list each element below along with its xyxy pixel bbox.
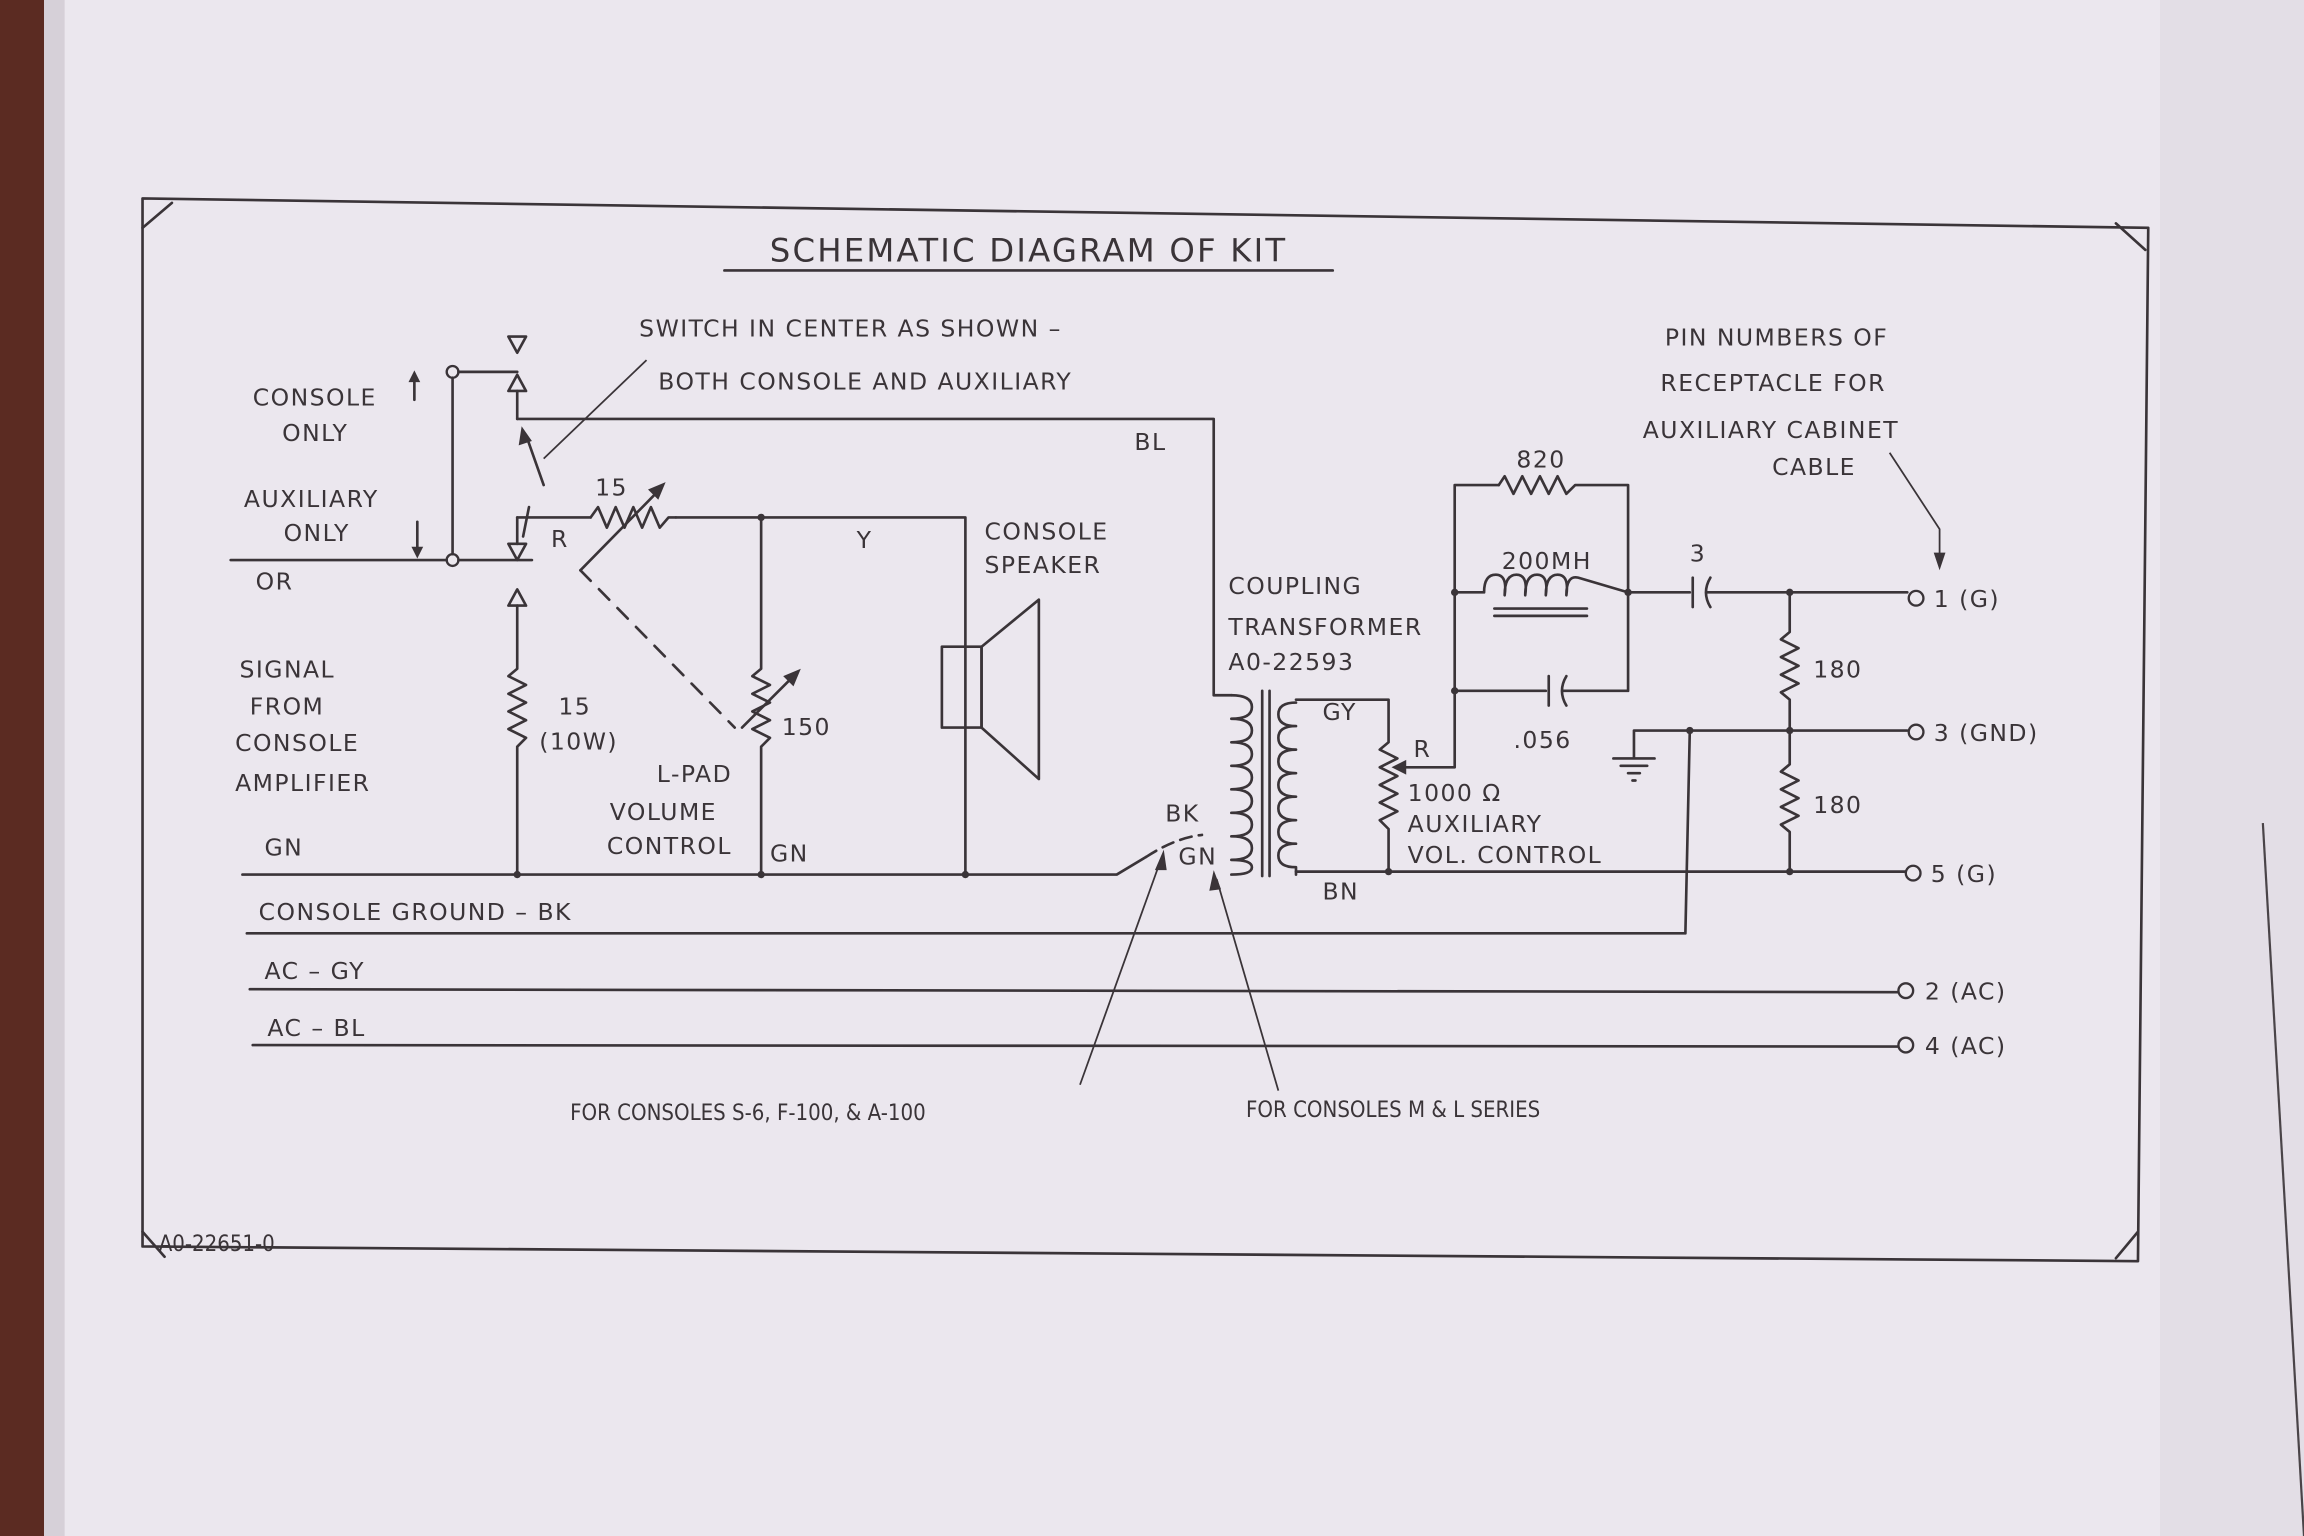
label-auxiliary-only-2: ONLY [284,519,350,547]
label-bl: BL [1134,428,1166,456]
label-200mh: 200MH [1502,547,1592,575]
label-ac-bl: AC – BL [267,1014,365,1042]
label-auxiliary-only: AUXILIARY [244,485,379,513]
label-aux-vol-2: VOL. CONTROL [1408,841,1603,869]
pointer-s6 [1079,859,1162,1086]
label-aux-vol-value: 1000 Ω [1408,779,1502,807]
svg-text:1 (G): 1 (G) [1934,585,2000,613]
pin-1: 1 (G) [1907,585,2000,613]
paper-fold [2261,823,2304,1536]
corner-mark [2114,222,2147,252]
label-signal-4: AMPLIFIER [235,769,370,797]
label-lpad: L-PAD [657,760,732,788]
label-r-aux: R [1414,735,1432,763]
label-transformer-2: TRANSFORMER [1227,613,1422,641]
resistor-820 [1497,474,1630,693]
label-r: R [551,525,569,553]
pin-note: PIN NUMBERS OF [1665,323,1888,351]
lpad-gang-link [579,568,737,729]
switch-note-2: BOTH CONSOLE AND AUXILIARY [658,368,1072,396]
label-console-only: CONSOLE [253,384,377,412]
note-consoles-ml: FOR CONSOLES M & L SERIES [1246,1098,1540,1123]
label-aux-vol: AUXILIARY [1408,810,1543,838]
drawing-number: A0-22651-0 [159,1232,275,1257]
label-console-ground: CONSOLE GROUND – BK [259,898,572,926]
label-cap3: 3 [1690,539,1706,567]
switch-note: SWITCH IN CENTER AS SHOWN – [639,315,1062,343]
label-console-only-2: ONLY [282,419,348,447]
selector-switch [229,335,648,607]
wire-ac-gy [248,987,1900,994]
label-bk: BK [1165,800,1199,828]
label-ac-gy: AC – GY [264,957,364,985]
label-transformer-number: A0-22593 [1228,648,1354,676]
label-or: OR [256,567,294,595]
label-bn: BN [1322,878,1359,906]
label-056: .056 [1513,726,1571,754]
label-speaker-2: SPEAKER [984,551,1101,579]
corner-mark [141,1230,166,1259]
svg-text:2 (AC): 2 (AC) [1925,977,2007,1005]
wire-gn [241,855,1148,876]
label-gn-xfmr: GN [1178,842,1217,870]
corner-mark [141,201,174,230]
arrow-up-head [408,370,421,383]
label-signal: SIGNAL [240,656,336,684]
wire-y [674,516,967,876]
label-signal-3: CONSOLE [235,729,359,757]
pin-2: 2 (AC) [1897,977,2007,1006]
resistor-15 [589,505,678,530]
svg-text:5 (G): 5 (G) [1931,860,1997,888]
resistor-180-bottom [1779,729,1800,873]
table-edge [0,0,45,1536]
resistor-180-top [1779,591,1800,732]
inductor-200mh [1453,573,1630,597]
pin-3: 3 (GND) [1907,719,2039,747]
bleed-through-panel [2160,0,2304,1536]
label-signal-2: FROM [250,692,324,720]
label-transformer: COUPLING [1228,572,1362,600]
paper-shadow [44,0,65,1536]
resistor-15-10w [507,604,528,876]
label-y: Y [856,526,873,554]
lpad-gang-arrow [579,489,660,572]
pin-note-4: CABLE [1772,453,1856,481]
label-r-series: 15 [595,473,628,501]
pin-note-3: AUXILIARY CABINET [1643,416,1899,444]
label-820: 820 [1516,445,1565,473]
wire-r-aux [1401,483,1501,769]
label-lpad-control: CONTROL [607,832,732,860]
wire-console-ground [245,729,1692,935]
ground-icon [1612,757,1656,782]
diagram-border [141,197,2150,1263]
label-r-load-watt: (10W) [539,728,618,756]
label-lpad-value: 150 [782,713,831,741]
label-gn-lpad: GN [770,839,809,867]
label-lpad-volume: VOLUME [610,798,717,826]
label-180-bottom: 180 [1813,791,1862,819]
label-180-top: 180 [1813,656,1862,684]
diagram-title: SCHEMATIC DIAGRAM OF KIT [770,232,1288,270]
note-consoles-s6: FOR CONSOLES S-6, F-100, & A-100 [570,1101,926,1126]
svg-text:3 (GND): 3 (GND) [1934,719,2039,747]
speaker-icon [940,598,1041,781]
label-gy: GY [1322,698,1356,726]
wire-bl [515,417,1233,697]
coupling-transformer [1230,689,1298,878]
label-gn: GN [264,833,303,861]
wire-ac-bl [251,1043,1900,1048]
pin-note-pointer [1888,452,1941,556]
pin-note-2: RECEPTACLE FOR [1660,369,1886,397]
corner-mark [2114,1230,2140,1260]
label-speaker: CONSOLE [984,517,1108,545]
pin-5: 5 (G) [1904,860,1997,888]
arrow-down-head [411,546,424,559]
pointer-ml [1215,878,1280,1091]
pin-4: 4 (AC) [1897,1032,2007,1060]
wire-gnd [1632,729,1909,759]
label-r-load: 15 [558,692,591,720]
aux-volume-pot [1294,698,1399,873]
svg-text:4 (AC): 4 (AC) [1925,1032,2007,1060]
